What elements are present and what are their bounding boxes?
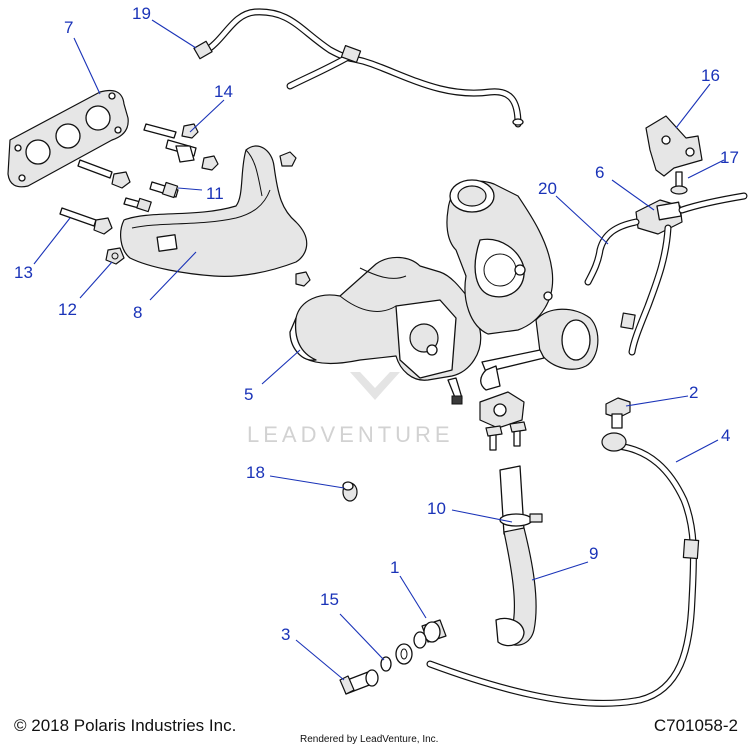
part-18-plug	[342, 481, 358, 502]
callout-1: 1	[390, 558, 399, 577]
callout-9: 9	[589, 544, 598, 563]
callout-15: 15	[320, 590, 339, 609]
leader-3	[295, 639, 345, 681]
leader-lines	[33, 19, 725, 681]
watermark-logo	[350, 372, 400, 400]
callout-19: 19	[132, 4, 151, 23]
callout-4: 4	[721, 426, 730, 445]
part-11-bolt-group	[77, 159, 179, 213]
part-14-stud-nut-group	[143, 123, 219, 171]
turbocharger	[446, 179, 599, 391]
callout-20: 20	[538, 179, 557, 198]
part-9-oil-drain-hose	[495, 465, 537, 647]
leader-9	[531, 561, 589, 581]
leader-18	[269, 475, 345, 489]
part-12-nut	[105, 247, 125, 265]
callout-3: 3	[281, 625, 290, 644]
part-2-banjo-bolt	[605, 397, 631, 429]
callout-13: 13	[14, 263, 33, 282]
leader-8	[149, 251, 197, 301]
watermark-text: LEADVENTURE	[247, 422, 454, 447]
leader-5	[261, 349, 301, 385]
studs-and-nuts	[59, 123, 311, 287]
rendered-by-text: Rendered by LeadVenture, Inc.	[300, 734, 439, 745]
leader-13	[33, 217, 71, 265]
callout-8: 8	[133, 303, 142, 322]
callout-11: 11	[206, 184, 224, 203]
part-20-vacuum-hose	[584, 218, 672, 356]
part-10-hose-clamp	[499, 513, 543, 527]
callout-labels: 1 2 3 4 5 6 7 8 9 10 11 12 13 14 15 16 1…	[14, 4, 739, 644]
leader-4	[675, 439, 719, 463]
part-3-banjo-bolt	[339, 669, 379, 695]
leader-20	[555, 195, 609, 245]
callout-14: 14	[214, 82, 233, 101]
oil-drain-flange	[479, 391, 527, 451]
callout-2: 2	[689, 383, 698, 402]
part-1-fitting	[421, 619, 447, 643]
part-5-exhaust-manifold	[289, 256, 482, 405]
part-4-oil-feed-line	[426, 432, 700, 707]
callout-5: 5	[244, 385, 253, 404]
callout-16: 16	[701, 66, 720, 85]
callout-18: 18	[246, 463, 265, 482]
callout-17: 17	[720, 148, 739, 167]
part-6-solenoid-valve	[635, 192, 748, 235]
callout-7: 7	[64, 18, 73, 37]
leader-14	[189, 99, 225, 133]
callout-12: 12	[58, 300, 77, 319]
leader-1	[399, 575, 427, 619]
leader-6	[611, 179, 655, 211]
part-17-screw	[670, 171, 688, 195]
watermark: LEADVENTURE	[247, 372, 454, 447]
leader-16	[675, 83, 711, 129]
leader-10	[451, 509, 513, 523]
leader-2	[625, 395, 689, 407]
part-13-stud	[59, 207, 113, 235]
copyright-text: © 2018 Polaris Industries Inc.	[14, 716, 237, 735]
leader-12	[79, 261, 113, 299]
part-7-exhaust-gasket	[7, 89, 129, 188]
callout-6: 6	[595, 163, 604, 182]
part-15-washer	[380, 631, 427, 672]
leader-7	[73, 37, 101, 95]
small-nut	[279, 151, 311, 287]
leader-11	[177, 187, 203, 191]
leader-17	[687, 159, 725, 179]
callout-10: 10	[427, 499, 446, 518]
leader-19	[151, 19, 197, 49]
figure-id: C701058-2	[653, 716, 738, 735]
part-19-breather-hose	[193, 8, 524, 128]
part-8-heat-shield	[120, 145, 308, 277]
leader-15	[339, 613, 385, 661]
part-16-bracket	[645, 115, 703, 177]
